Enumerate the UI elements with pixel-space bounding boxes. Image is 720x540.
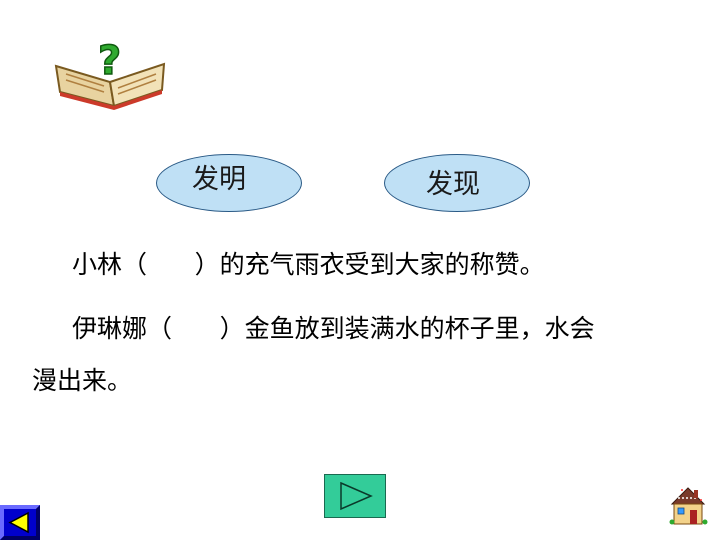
- next-button[interactable]: [324, 474, 386, 518]
- open-book-question-icon: ?: [54, 38, 166, 110]
- option-invent-label: 发明: [192, 163, 246, 195]
- house-icon[interactable]: [668, 484, 708, 528]
- back-button[interactable]: [0, 505, 40, 540]
- question-sentence-2: 伊琳娜（ ）金鱼放到装满水的杯子里，水会: [72, 314, 595, 343]
- option-invent-button[interactable]: 发明: [156, 154, 302, 212]
- play-triangle-icon: [340, 481, 373, 511]
- option-discover-button[interactable]: 发现: [384, 154, 530, 212]
- question-sentence-2-continued: 漫出来。: [32, 366, 133, 395]
- question-sentence-1: 小林（ ）的充气雨衣受到大家的称赞。: [72, 250, 545, 279]
- svg-text:?: ?: [98, 38, 121, 84]
- option-discover-label: 发现: [426, 168, 480, 200]
